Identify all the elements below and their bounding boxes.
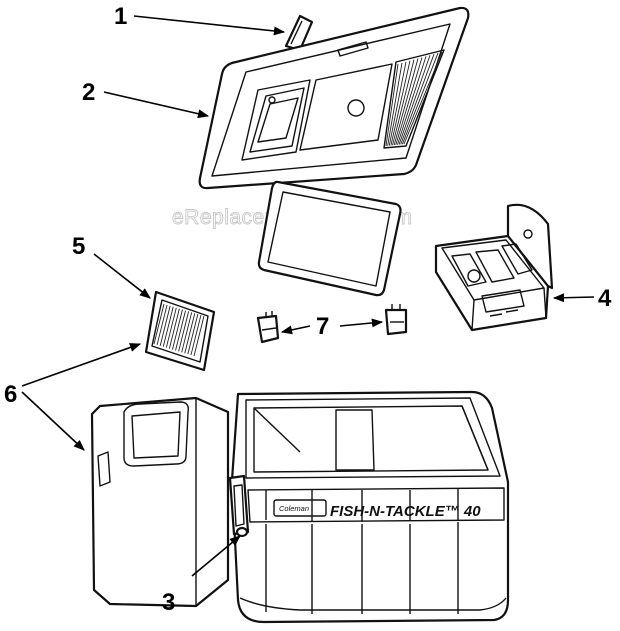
part-3-handle <box>228 474 250 538</box>
leader-2 <box>103 91 210 119</box>
callout-3: 3 <box>162 589 175 616</box>
hatch-line <box>400 54 435 145</box>
leader-6b <box>21 391 85 451</box>
hatch-line <box>393 58 419 146</box>
leader-3 <box>191 535 241 577</box>
hatch-line <box>162 306 174 347</box>
hatch-line <box>156 304 168 346</box>
leader-6a <box>21 343 142 387</box>
callout-2: 2 <box>82 79 95 106</box>
brand-logo-text: Coleman <box>279 504 309 513</box>
callout-1: 1 <box>114 3 127 30</box>
hatch-line <box>181 312 193 353</box>
hatch-line <box>159 305 171 346</box>
part-7-latch-left <box>256 311 280 344</box>
callout-4: 4 <box>598 285 612 312</box>
hatch-line <box>175 310 186 351</box>
cooler-body: Coleman FISH-N-TACKLE™ 40 <box>230 390 510 624</box>
hatch-line <box>395 57 423 146</box>
hatch-line <box>385 63 399 147</box>
hatch-line <box>387 62 403 146</box>
hatch-line <box>168 308 180 349</box>
part-7-latch-right <box>384 304 408 336</box>
part-4-tackle-box <box>434 203 554 332</box>
brand-logo: Coleman <box>273 499 327 517</box>
hatch-line <box>397 56 427 145</box>
leader-5 <box>93 253 151 299</box>
hatch-line <box>390 60 411 146</box>
hatch-line <box>190 314 202 356</box>
hatch-line <box>388 61 407 146</box>
hatch-line <box>193 315 205 357</box>
leader-4 <box>552 293 595 303</box>
part-2-lid <box>198 6 470 190</box>
callout-6: 6 <box>4 381 17 408</box>
hatch-line <box>187 314 199 355</box>
callout-numbers: 1 2 3 4 5 6 7 <box>4 3 612 616</box>
hatch-line <box>153 303 165 345</box>
hatch-line <box>184 313 196 354</box>
leader-7b <box>339 318 384 328</box>
hatch-line <box>398 55 431 145</box>
leader-1 <box>133 15 286 36</box>
hatch-line <box>403 51 443 145</box>
hatch-line <box>172 309 183 350</box>
leader-lines <box>21 15 595 577</box>
hatch-line <box>392 59 415 146</box>
hatch-line <box>165 307 177 348</box>
callout-7: 7 <box>316 313 329 340</box>
tray-liner-frame <box>257 180 402 297</box>
model-text: FISH-N-TACKLE™ 40 <box>330 503 481 520</box>
callout-5: 5 <box>72 233 85 260</box>
hatch-line <box>401 52 439 145</box>
part-5-grille-insert <box>144 290 216 372</box>
hatch-line <box>178 311 190 352</box>
part-6-jug <box>90 396 230 608</box>
leader-7a <box>280 325 311 335</box>
